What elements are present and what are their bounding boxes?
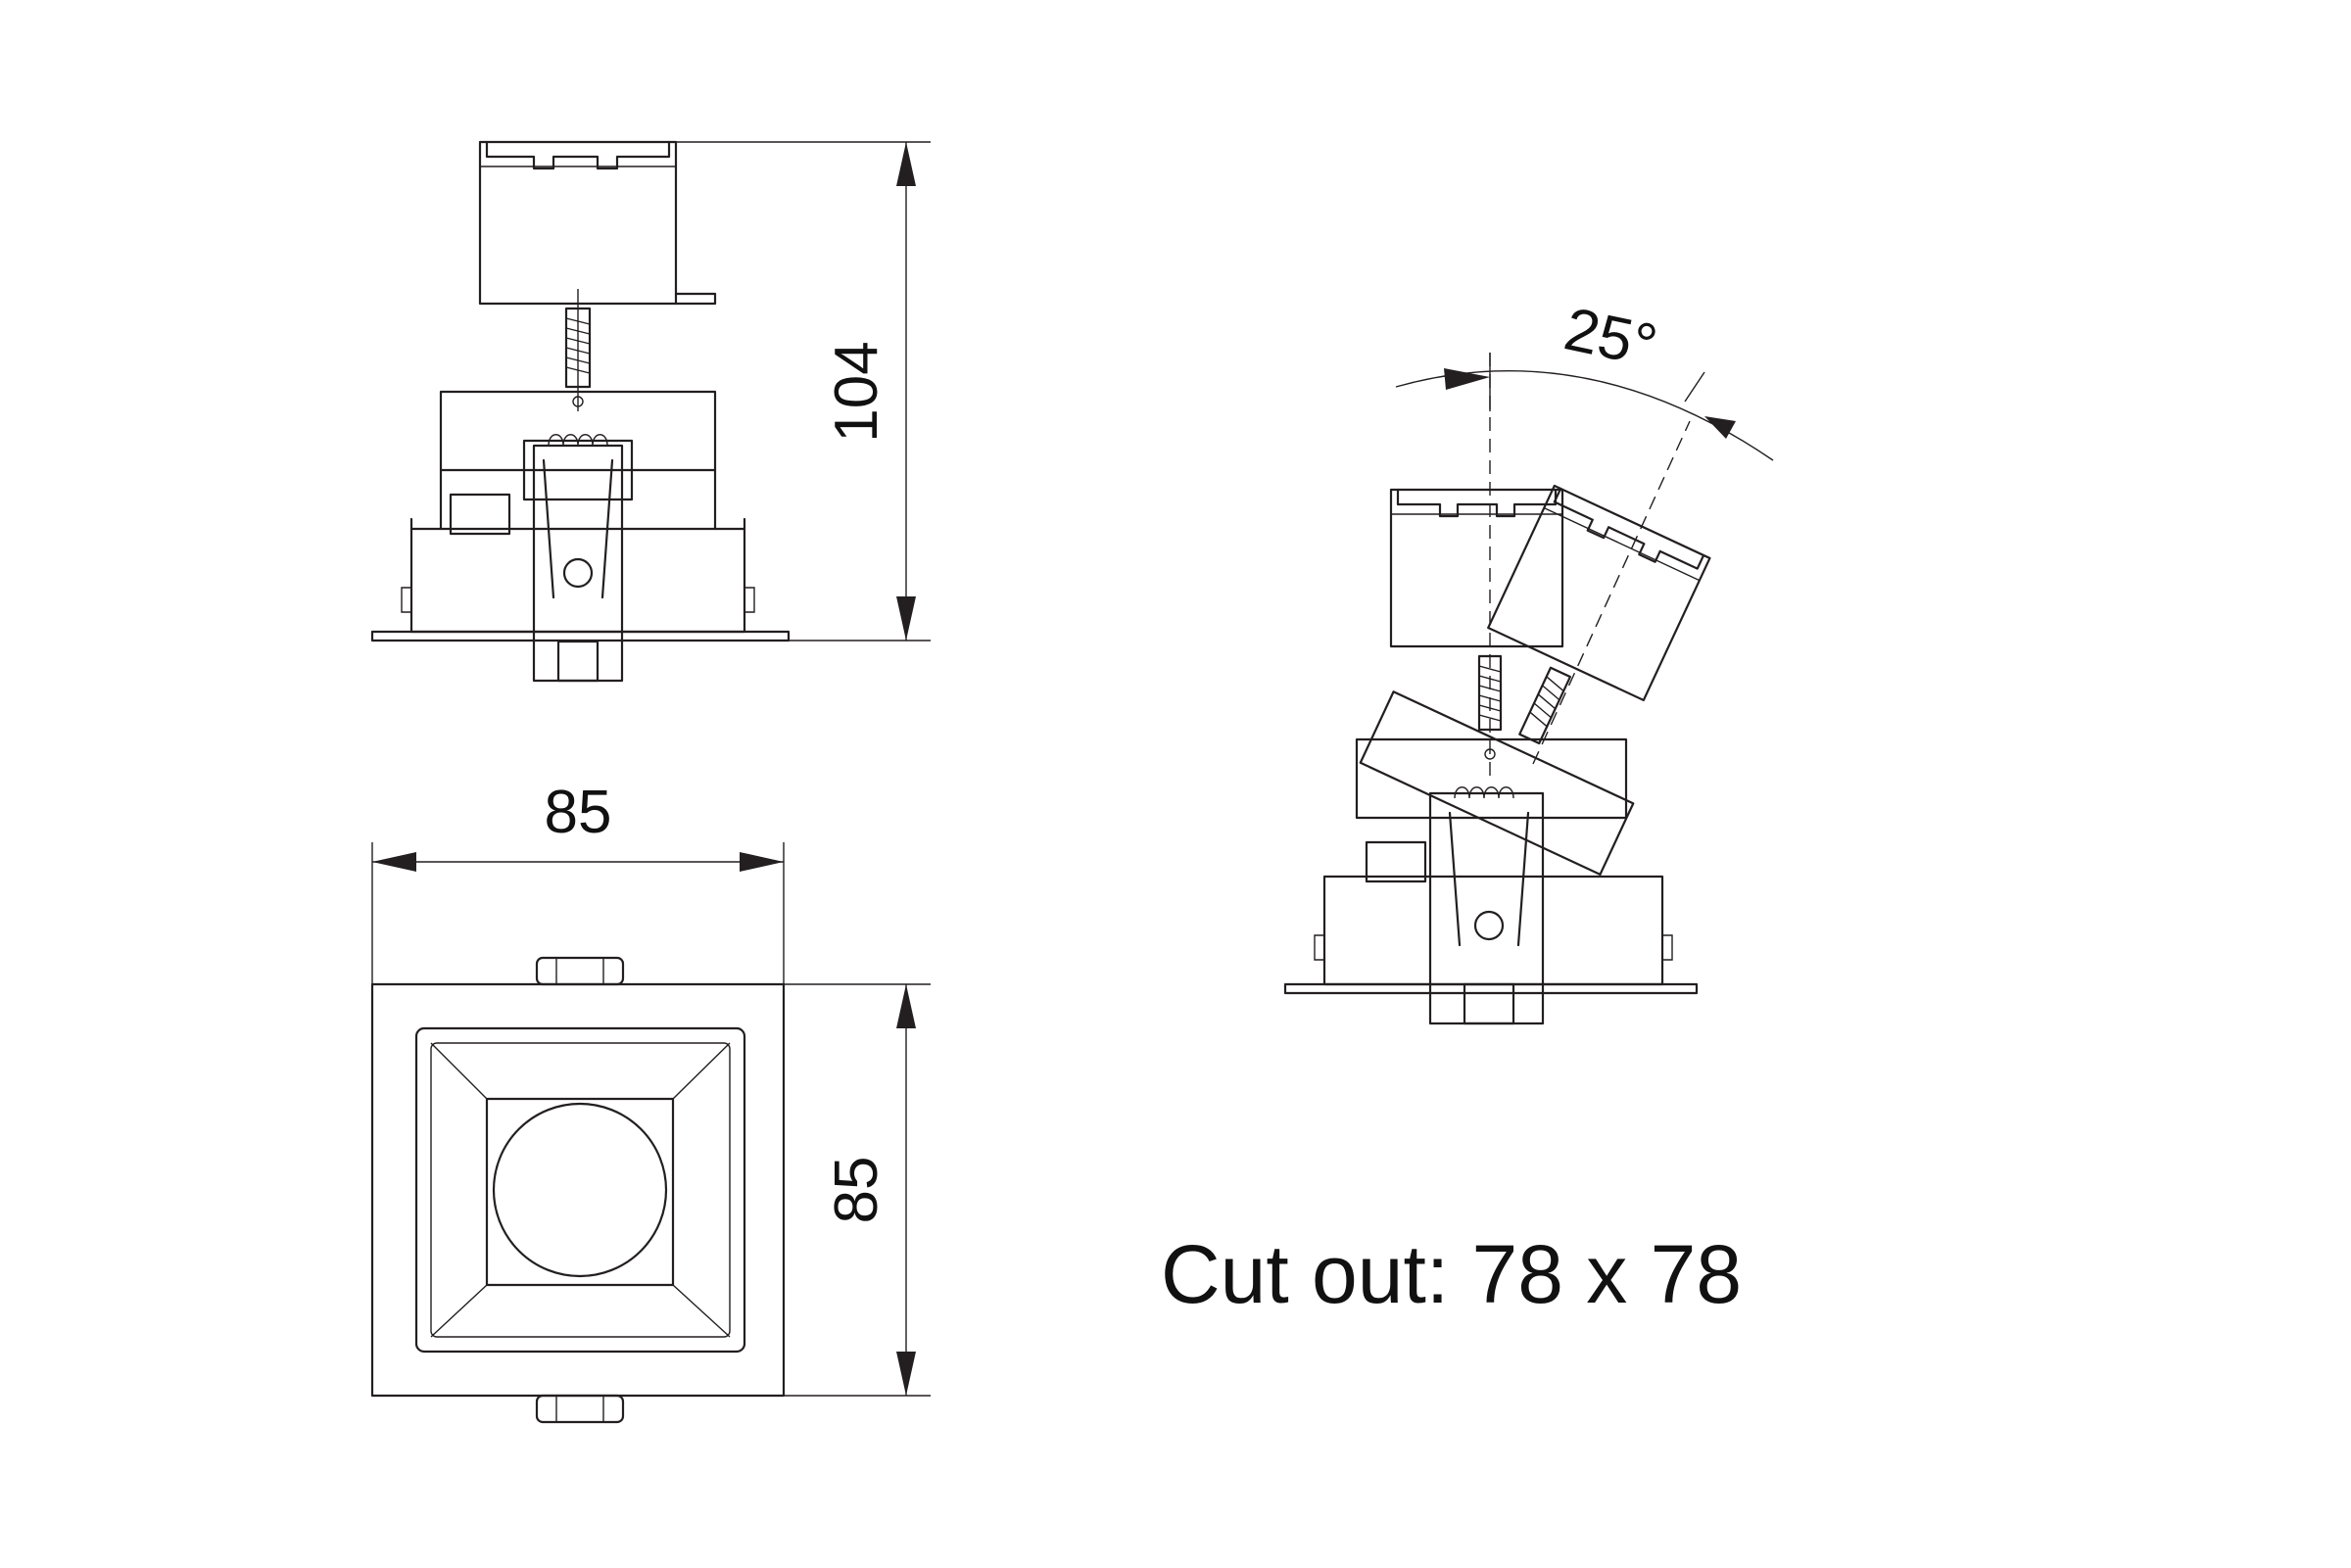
- tilt-torsion-clip: [1428, 786, 1545, 1025]
- front-view: 85 85: [370, 779, 931, 1424]
- angle-dimension: 25°: [1395, 295, 1774, 461]
- tilt-view: 25°: [1283, 295, 1774, 1025]
- bottom-spring-clip: [535, 1394, 625, 1424]
- flange: [370, 630, 791, 642]
- depth-dimension: 85: [784, 983, 931, 1397]
- reflector-inner: [485, 1097, 675, 1287]
- tilt-rotated-driver: [1359, 484, 1711, 876]
- height-label: 104: [823, 341, 890, 442]
- tilt-upright-driver: [1389, 488, 1564, 648]
- spring-connector: [564, 307, 592, 407]
- height-dimension: 104: [676, 141, 931, 641]
- torsion-clip: [532, 434, 624, 683]
- driver-box: [478, 140, 717, 306]
- lens: [492, 1102, 668, 1278]
- angle-label: 25°: [1559, 295, 1662, 380]
- width-label: 85: [545, 779, 612, 846]
- heatsink: [439, 390, 717, 472]
- cut-out-note: Cut out: 78 x 78: [1161, 1228, 1742, 1320]
- top-spring-clip: [535, 956, 625, 986]
- width-dimension: 85: [371, 779, 785, 984]
- side-view: 104: [370, 140, 931, 683]
- depth-label: 85: [823, 1157, 890, 1224]
- reflector-outer: [414, 1026, 746, 1354]
